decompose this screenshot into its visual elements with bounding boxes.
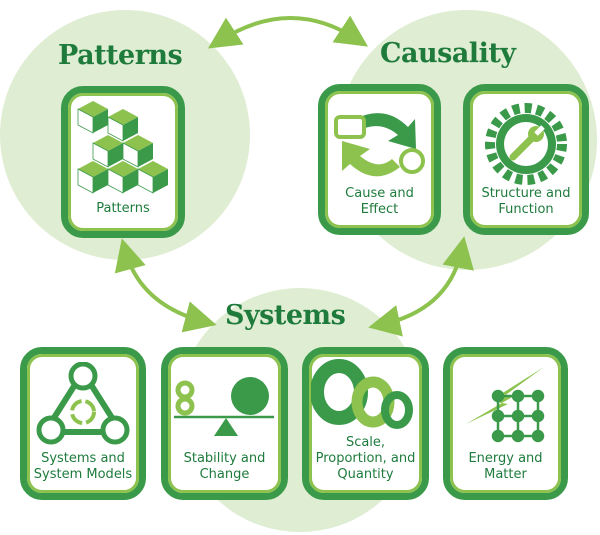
- rings-icon: [309, 356, 422, 446]
- triangle-circles-recycle-icon: [27, 362, 139, 452]
- card-label: Systems and System Models: [33, 451, 133, 482]
- arrow-patterns-causality: [207, 15, 369, 49]
- card-label: Energy and Matter: [468, 451, 543, 482]
- card-scale-proportion-quantity[interactable]: Scale, Proportion, and Quantity: [302, 347, 429, 500]
- systems-title: Systems: [225, 300, 346, 331]
- arrow-patterns-systems: [114, 238, 217, 333]
- card-label: Patterns: [96, 201, 150, 216]
- card-label: Structure and Function: [481, 186, 571, 217]
- card-energy-and-matter[interactable]: Energy and Matter: [443, 347, 568, 500]
- arrow-causality-systems: [368, 236, 474, 337]
- lightning-lattice-icon: [450, 362, 561, 452]
- card-systems-and-system-models[interactable]: Systems and System Models: [20, 347, 146, 500]
- balance-scale-icon: [168, 362, 281, 452]
- card-cause-and-effect[interactable]: Cause and Effect: [318, 84, 441, 235]
- card-stability-and-change[interactable]: Stability and Change: [161, 347, 288, 500]
- cubes-icon: [68, 101, 178, 194]
- card-label: Stability and Change: [183, 451, 266, 482]
- cycle-arrows-icon: [325, 99, 434, 189]
- card-structure-and-function[interactable]: Structure and Function: [463, 84, 589, 235]
- card-label: Cause and Effect: [345, 186, 414, 217]
- card-patterns[interactable]: Patterns: [61, 86, 185, 238]
- gear-wrench-icon: [470, 99, 582, 189]
- causality-title: Causality: [380, 38, 516, 69]
- card-label: Scale, Proportion, and Quantity: [315, 435, 416, 482]
- patterns-title: Patterns: [58, 40, 183, 71]
